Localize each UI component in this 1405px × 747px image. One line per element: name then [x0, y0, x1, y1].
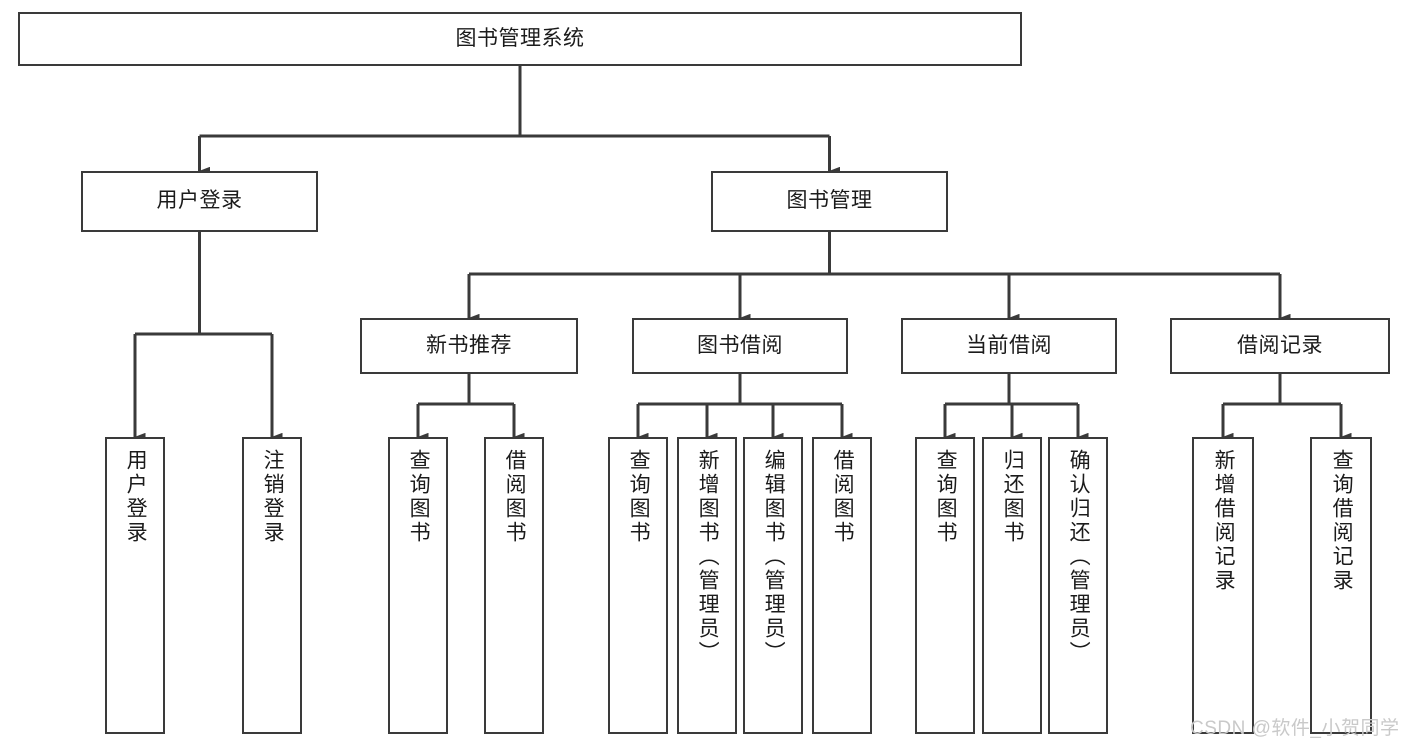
node-label: 图书管理系统 [455, 26, 585, 50]
leaf-node[interactable]: 注销登录 [242, 437, 302, 734]
leaf-node[interactable]: 归还图书 [982, 437, 1042, 734]
node-label: 新增借阅记录 [1212, 449, 1236, 593]
root-node[interactable]: 图书管理系统 [18, 12, 1022, 66]
node-label: 当前借阅 [966, 333, 1052, 357]
leaf-node[interactable]: 用户登录 [105, 437, 165, 734]
node-label: 编辑图书（管理员） [762, 449, 786, 665]
branch-node[interactable]: 当前借阅 [901, 318, 1117, 374]
node-label: 图书借阅 [697, 333, 783, 357]
node-label: 查询图书 [407, 449, 431, 545]
branch-node[interactable]: 借阅记录 [1170, 318, 1390, 374]
node-label: 用户登录 [124, 449, 148, 545]
leaf-node[interactable]: 借阅图书 [812, 437, 872, 734]
leaf-node[interactable]: 新增图书（管理员） [677, 437, 737, 734]
branch-node[interactable]: 图书借阅 [632, 318, 848, 374]
leaf-node[interactable]: 确认归还（管理员） [1048, 437, 1108, 734]
leaf-node[interactable]: 查询借阅记录 [1310, 437, 1372, 734]
node-label: 注销登录 [261, 449, 285, 545]
node-label: 图书管理 [786, 189, 873, 213]
branch-node[interactable]: 图书管理 [711, 171, 948, 232]
leaf-node[interactable]: 查询图书 [388, 437, 448, 734]
branch-node[interactable]: 新书推荐 [360, 318, 578, 374]
node-label: 新书推荐 [426, 333, 512, 357]
node-label: 借阅图书 [831, 449, 855, 545]
node-label: 查询借阅记录 [1330, 449, 1354, 593]
branch-node[interactable]: 用户登录 [81, 171, 318, 232]
node-label: 查询图书 [627, 449, 651, 545]
leaf-node[interactable]: 查询图书 [608, 437, 668, 734]
node-label: 借阅记录 [1237, 333, 1323, 357]
node-label: 查询图书 [934, 449, 958, 545]
leaf-node[interactable]: 新增借阅记录 [1192, 437, 1254, 734]
leaf-node[interactable]: 编辑图书（管理员） [743, 437, 803, 734]
node-label: 用户登录 [156, 189, 243, 213]
node-label: 借阅图书 [503, 449, 527, 545]
node-label: 归还图书 [1001, 449, 1025, 545]
leaf-node[interactable]: 查询图书 [915, 437, 975, 734]
node-label: 新增图书（管理员） [696, 449, 720, 665]
leaf-node[interactable]: 借阅图书 [484, 437, 544, 734]
connector-layer [133, 66, 1352, 442]
node-label: 确认归还（管理员） [1067, 449, 1091, 665]
